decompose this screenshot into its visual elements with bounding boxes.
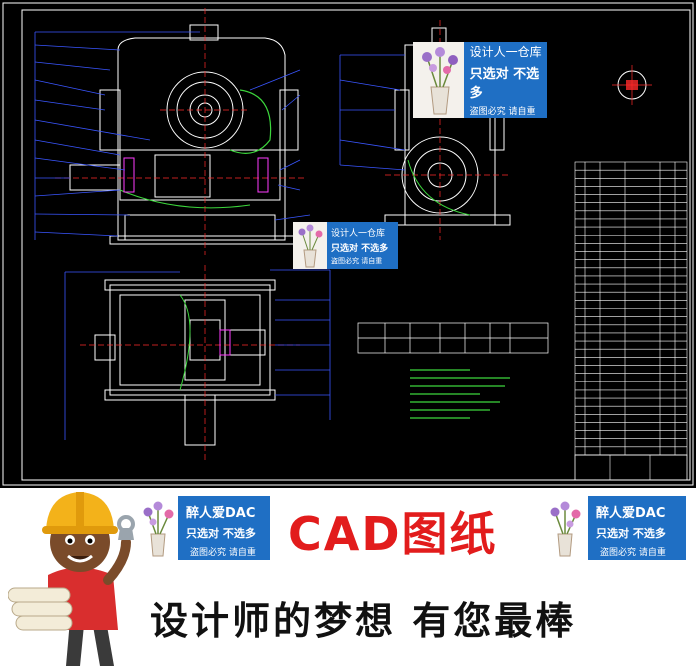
watermark-line3: 盗图必究 请自重 (469, 107, 536, 117)
badge-left-line3: 盗图必究 请自重 (190, 548, 256, 558)
flower-vase-icon (143, 501, 174, 557)
top-view (94, 279, 276, 446)
cad-drawing-canvas (2, 2, 694, 486)
worker-mascot-icon (8, 492, 135, 666)
badge-right: 醉人爱DAC 只选对 不选多 盗图必究 请自重 (588, 496, 686, 560)
bill-of-materials (574, 161, 688, 456)
flower-vase-icon (293, 222, 327, 269)
badge-left: 醉人爱DAC 只选对 不选多 盗图必究 请自重 (178, 496, 270, 560)
footer-slogan: 设计师的梦想 有您最棒 (150, 598, 577, 643)
badge-right-line3: 盗图必究 请自重 (600, 548, 666, 558)
leader-lines-side (339, 54, 406, 171)
leader-lines-front (34, 31, 311, 240)
leader-lines-top (64, 269, 331, 440)
watermark-banner: 设计人一仓库 只选对 不选多 盗图必究 请自重 (413, 42, 547, 118)
footer-title: CAD图纸 (288, 507, 498, 561)
badge-right-line2: 只选对 不选多 (596, 527, 666, 540)
watermark-banner-small: 设计人一仓库 只选对 不选多 盗图必究 请自重 (293, 222, 398, 269)
front-view (69, 24, 299, 245)
flower-vase-icon (413, 42, 464, 118)
technical-notes (410, 369, 510, 419)
badge-left-line2: 只选对 不选多 (186, 527, 256, 540)
watermark-line2: 只选对 不选多 (469, 67, 540, 101)
watermark-line1: 设计人一仓库 (331, 228, 386, 239)
flower-vase-icon (550, 501, 581, 557)
parameter-table (357, 322, 549, 354)
badge-right-line1: 醉人爱DAC (596, 506, 666, 521)
watermark-line2: 只选对 不选多 (331, 243, 389, 254)
cad-drawing: 设计人一仓库 只选对 不选多 盗图必究 请自重 设计人一仓库 只选对 不选多 盗… (0, 0, 696, 488)
badge-left-line1: 醉人爱DAC (186, 506, 256, 521)
watermark-line3: 盗图必究 请自重 (331, 256, 383, 265)
gear-section-icon (612, 65, 652, 105)
watermark-line1: 设计人一仓库 (469, 45, 542, 59)
